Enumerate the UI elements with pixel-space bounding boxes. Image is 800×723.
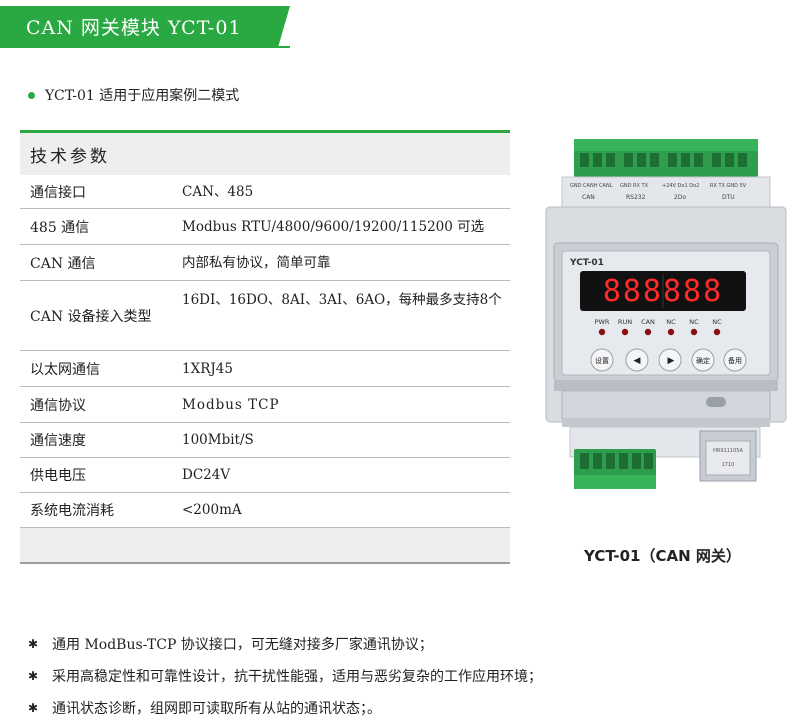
spec-key: 供电电压 (30, 468, 86, 484)
spec-table: 技术参数 通信接口 CAN、485 485 通信 Modbus RTU/4800… (20, 130, 510, 564)
device-illustration: GND CANH CANL GND RX TX +24V Do1 Do2 RX … (545, 139, 787, 489)
device-caption: YCT-01（CAN 网关） (584, 547, 741, 565)
right-button[interactable] (658, 348, 682, 372)
subtitle: YCT-01 适用于应用案例二模式 (28, 85, 239, 105)
led-label-pwr: PWR (595, 318, 610, 326)
table-row: 通信接口 CAN、485 (20, 175, 510, 209)
rj45-sub-label: 1710 (722, 462, 735, 468)
asterisk-bullet-icon: ✱ (28, 669, 39, 683)
table-row: 485 通信 Modbus RTU/4800/9600/19200/115200… (20, 209, 510, 245)
left-button[interactable] (625, 348, 649, 372)
led-label-nc: NC (689, 318, 699, 326)
led-label-can: CAN (641, 318, 655, 326)
top-pins-can: GND CANH CANL (570, 183, 613, 189)
table-row: CAN 通信 内部私有协议，简单可靠 (20, 245, 510, 281)
table-row: 以太网通信 1XRJ45 (20, 351, 510, 387)
din-clip (706, 397, 726, 407)
feature-list: ✱ 通用 ModBus-TCP 协议接口，可无缝对接多厂家通讯协议； ✱ 采用高… (28, 628, 542, 723)
led-label-nc: NC (712, 318, 722, 326)
ok-button-label: 确定 (696, 356, 710, 365)
led-indicator-icon (690, 328, 698, 336)
set-button[interactable] (590, 348, 614, 372)
top-pins-2do: +24V Do1 Do2 (662, 183, 699, 189)
spec-key: CAN 通信 (30, 255, 96, 272)
top-group-can: CAN (582, 194, 595, 201)
spec-key: 通信接口 (30, 184, 86, 201)
top-terminal-blocks (574, 139, 758, 177)
top-pins-dtu: RX TX GND 5V (710, 183, 747, 189)
top-group-rs232: RS232 (626, 194, 646, 201)
top-pins-rs232: GND RX TX (620, 183, 649, 189)
spec-value: 内部私有协议，简单可靠 (182, 254, 331, 271)
table-row: CAN 设备接入类型 16DI、16DO、8AI、3AI、6AO，每种最多支持8… (20, 281, 510, 351)
list-item: ✱ 通讯状态诊断，组网即可读取所有从站的通讯状态；。 (28, 692, 542, 723)
led-indicator-icon (713, 328, 721, 336)
asterisk-bullet-icon: ✱ (28, 701, 39, 715)
spec-key: 系统电流消耗 (30, 503, 114, 519)
spec-key: 通信速度 (30, 433, 86, 449)
list-item: ✱ 采用高稳定性和可靠性设计，抗干扰性能强，适用与恶劣复杂的工作应用环境； (28, 660, 542, 692)
top-group-dtu: DTU (722, 194, 735, 201)
spec-key: 以太网通信 (30, 361, 100, 378)
bottom-terminal-blocks (574, 449, 656, 489)
led-indicator-icon (667, 328, 675, 336)
feature-text: 通讯状态诊断，组网即可读取所有从站的通讯状态；。 (52, 701, 381, 717)
segment-display-digits: 888888 (603, 274, 723, 309)
set-button-label: 设置 (595, 356, 609, 365)
spec-value: 16DI、16DO、8AI、3AI、6AO，每种最多支持8个 (182, 292, 502, 308)
page-title-banner: CAN 网关模块 YCT-01 (0, 6, 290, 46)
spec-key: 485 通信 (30, 219, 90, 236)
device-model-label: YCT-01 (569, 258, 604, 268)
rj45-label: HR911105A (713, 448, 743, 454)
led-indicator-icon (621, 328, 629, 336)
led-indicator-icon (598, 328, 606, 336)
led-label-run: RUN (618, 318, 632, 326)
spec-table-header: 技术参数 (20, 133, 510, 175)
top-group-2do: 2Do (674, 194, 686, 201)
spec-table-footer (20, 528, 510, 564)
table-row: 供电电压 DC24V (20, 458, 510, 493)
spec-value: CAN、485 (182, 183, 254, 200)
ok-button[interactable] (691, 348, 715, 372)
spec-value: Modbus TCP (182, 396, 280, 413)
feature-text: 通用 ModBus-TCP 协议接口，可无缝对接多厂家通讯协议； (52, 637, 433, 653)
led-label-nc: NC (666, 318, 676, 326)
led-indicator-icon (644, 328, 652, 336)
title-underline (0, 46, 290, 48)
table-row: 通信协议 Modbus TCP (20, 387, 510, 423)
spec-table-topbar (20, 130, 510, 133)
spec-value: Modbus RTU/4800/9600/19200/115200 可选 (182, 218, 485, 235)
list-item: ✱ 通用 ModBus-TCP 协议接口，可无缝对接多厂家通讯协议； (28, 628, 542, 660)
subtitle-text: YCT-01 适用于应用案例二模式 (45, 88, 240, 104)
bullet-dot-icon (28, 91, 35, 99)
spec-value: <200mA (182, 502, 242, 518)
spec-value: DC24V (182, 467, 231, 483)
right-arrow-icon: ▶ (668, 356, 675, 366)
spec-value: 1XRJ45 (182, 360, 233, 377)
spec-key: CAN 设备接入类型 (30, 308, 152, 325)
left-arrow-icon: ◀ (634, 356, 641, 366)
asterisk-bullet-icon: ✱ (28, 637, 39, 651)
table-row: 通信速度 100Mbit/S (20, 423, 510, 458)
page-title: CAN 网关模块 YCT-01 (26, 16, 242, 39)
spare-button-label: 备用 (728, 356, 742, 365)
table-row: 系统电流消耗 <200mA (20, 493, 510, 528)
spec-table-title: 技术参数 (30, 146, 110, 167)
feature-text: 采用高稳定性和可靠性设计，抗干扰性能强，适用与恶劣复杂的工作应用环境； (52, 669, 542, 685)
rj45-port: HR911105A 1710 (699, 430, 757, 482)
spec-value: 100Mbit/S (182, 432, 254, 448)
spare-button[interactable] (723, 348, 747, 372)
spec-key: 通信协议 (30, 397, 86, 414)
